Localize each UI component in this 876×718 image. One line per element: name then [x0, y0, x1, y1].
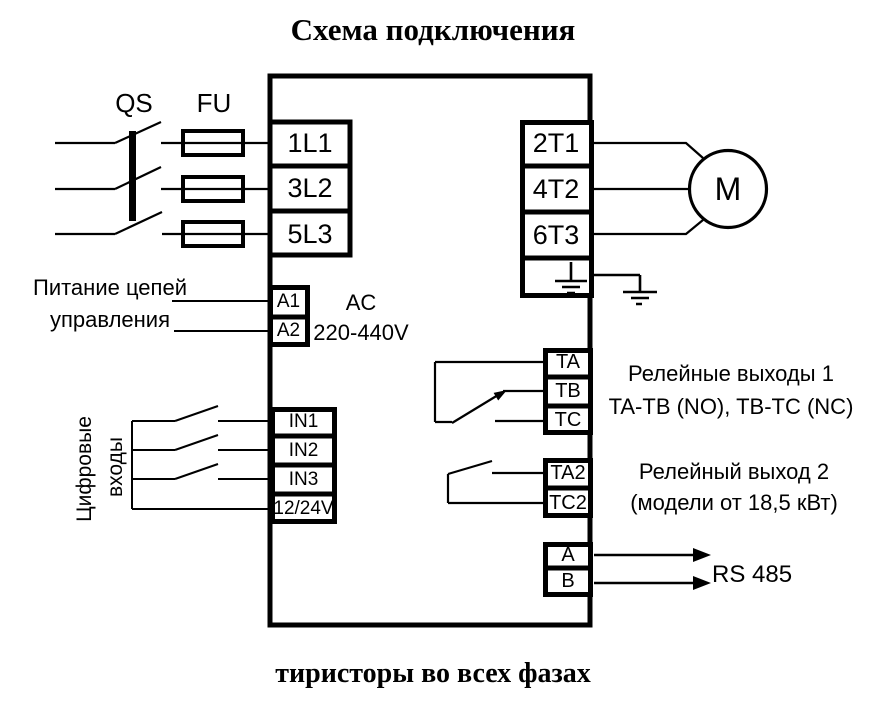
motor-circle — [687, 148, 769, 230]
ac-rating-line2: 220-440V — [313, 320, 409, 345]
relay2-switch-icon — [446, 459, 543, 505]
terminal-TA2: TA2 — [550, 461, 586, 484]
control-power-caption-line1: Питание цепей — [33, 275, 187, 300]
terminal-TA: TA — [555, 351, 581, 373]
ground-terminal-icon — [555, 262, 587, 295]
terminal-IN2: IN2 — [288, 439, 319, 461]
terminal-IN3: IN3 — [288, 468, 319, 490]
digital-inputs-caption-line1: Цифровые — [73, 416, 96, 522]
motor-label: M — [714, 170, 742, 207]
relay1-caption-line2: TA-TB (NO), TB-TC (NC) — [608, 394, 854, 419]
terminal-TC2: TC2 — [549, 491, 587, 514]
page-title: Схема подключения — [290, 12, 576, 47]
terminal-12-24V: 12/24V — [273, 497, 334, 519]
arrow-right-icon — [693, 548, 711, 562]
terminal-TB: TB — [555, 380, 581, 402]
terminal-blocks — [267, 119, 594, 597]
rs485-label: RS 485 — [712, 561, 793, 588]
qs-link-bar — [129, 131, 136, 221]
terminal-2T1: 2T1 — [532, 127, 580, 158]
digital-input-switches — [131, 405, 270, 510]
terminal-B: B — [561, 570, 575, 592]
power-input-block — [267, 119, 353, 258]
qs-label: QS — [115, 88, 153, 118]
relay1-caption-line1: Релейные выходы 1 — [628, 361, 834, 386]
terminal-A2: A2 — [276, 320, 301, 341]
rs485-arrows — [594, 548, 711, 590]
relay1-block — [543, 348, 593, 435]
fu-label: FU — [196, 88, 232, 118]
terminal-3L2: 3L2 — [287, 173, 333, 203]
ac-rating-line1: AC — [345, 290, 377, 315]
terminal-1L1: 1L1 — [287, 127, 333, 158]
relay2-caption-line2: (модели от 18,5 кВт) — [630, 490, 838, 515]
footer-caption: тиристоры во всех фазах — [275, 658, 591, 689]
control-power-wires — [172, 300, 270, 332]
earth-ground-icon — [594, 273, 657, 306]
fuse-1-icon — [181, 129, 245, 157]
motor-output-block — [520, 120, 594, 298]
terminal-TC: TC — [554, 409, 582, 431]
relay2-caption-line1: Релейный выход 2 — [638, 459, 830, 484]
fuse-3-icon — [181, 220, 245, 248]
terminal-dividers — [268, 163, 594, 571]
terminal-A: A — [561, 543, 575, 566]
terminal-A1: A1 — [276, 290, 301, 312]
terminal-4T2: 4T2 — [532, 173, 580, 204]
terminal-6T3: 6T3 — [532, 219, 580, 250]
arrow-right-icon — [693, 576, 711, 590]
digital-inputs-caption-line2: входы — [104, 437, 127, 497]
motor-wires — [594, 141, 704, 236]
qs-switch-icon — [55, 120, 270, 236]
fuse-icons — [181, 129, 245, 248]
terminal-5L3: 5L3 — [287, 218, 333, 249]
fuse-2-icon — [181, 175, 245, 203]
relay1-switch-icon — [433, 360, 543, 424]
control-power-caption-line2: управления — [50, 307, 170, 332]
terminal-IN1: IN1 — [288, 410, 319, 432]
